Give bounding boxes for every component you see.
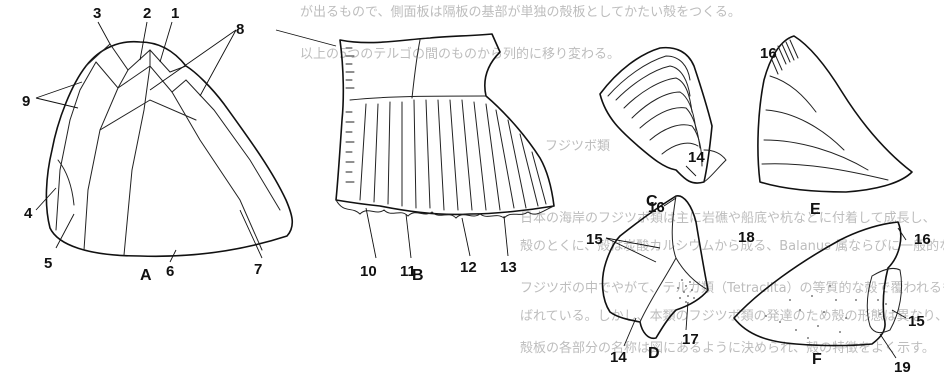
bg-body-1: 日本の海岸のフジツボ類は主に岩礁や船底や杭などに付着して成長し、 <box>520 210 936 226</box>
callout-14-c: 14 <box>688 149 705 166</box>
callout-16-e: 16 <box>760 45 777 62</box>
callout-4: 4 <box>24 205 33 222</box>
callout-5: 5 <box>44 255 52 272</box>
leaders-b <box>276 30 508 258</box>
callout-8: 8 <box>236 21 244 38</box>
bg-body-3: フジツボの中でやがて、テルガ類（Tetraclita）の等質的な殻で覆われるもの <box>520 280 944 296</box>
callout-16-d: 16 <box>648 199 665 216</box>
bg-body-4: ばれている。しかし、本類のフジツボ類の発達のため殻の形態は異なり、 <box>520 308 944 324</box>
callout-7: 7 <box>254 261 262 278</box>
callout-11: 11 <box>400 263 416 280</box>
figure-e-scutum <box>758 36 912 192</box>
callout-12: 12 <box>460 259 477 276</box>
callout-2: 2 <box>143 5 151 22</box>
leaders-a <box>36 22 262 262</box>
callout-15-f: 15 <box>908 313 925 330</box>
plate-b-ribs <box>360 100 546 210</box>
callout-15-d: 15 <box>586 231 603 248</box>
callout-3: 3 <box>93 5 101 22</box>
label-E: E <box>810 201 821 218</box>
callout-1: 1 <box>171 5 179 22</box>
callout-9: 9 <box>22 93 30 110</box>
shell-a-outline <box>46 42 292 257</box>
plate-b-hatching <box>346 48 354 182</box>
callout-17: 17 <box>682 331 699 348</box>
background-text: が出るもので、側面板は隔板の基部が単独の殻板としてかたい殻をつくる。 以上の5つ… <box>300 4 944 356</box>
callout-14-d: 14 <box>610 349 627 366</box>
bg-line-1: が出るもので、側面板は隔板の基部が単独の殻板としてかたい殻をつくる。 <box>300 4 741 20</box>
label-A: A <box>140 267 152 284</box>
label-F: F <box>812 351 822 368</box>
bg-body-2: 殻のとくに、殻は炭酸カルシウムから成る、Balanus 属ならびに一般的な <box>520 238 944 254</box>
callout-10: 10 <box>360 263 377 280</box>
label-D: D <box>648 345 660 362</box>
figure-a-whole-shell <box>46 42 292 257</box>
callout-13: 13 <box>500 259 517 276</box>
callout-6: 6 <box>166 263 174 280</box>
callout-18: 18 <box>738 229 755 246</box>
figure-c-scutum <box>600 48 726 183</box>
bg-body-5: 殻板の各部分の名称は図にあるように決められ、殻の特徴をよく示す。 <box>520 340 935 356</box>
callout-19: 19 <box>894 359 911 376</box>
callout-16-f: 16 <box>914 231 931 248</box>
bg-heading: フジツボ類 <box>545 139 610 154</box>
